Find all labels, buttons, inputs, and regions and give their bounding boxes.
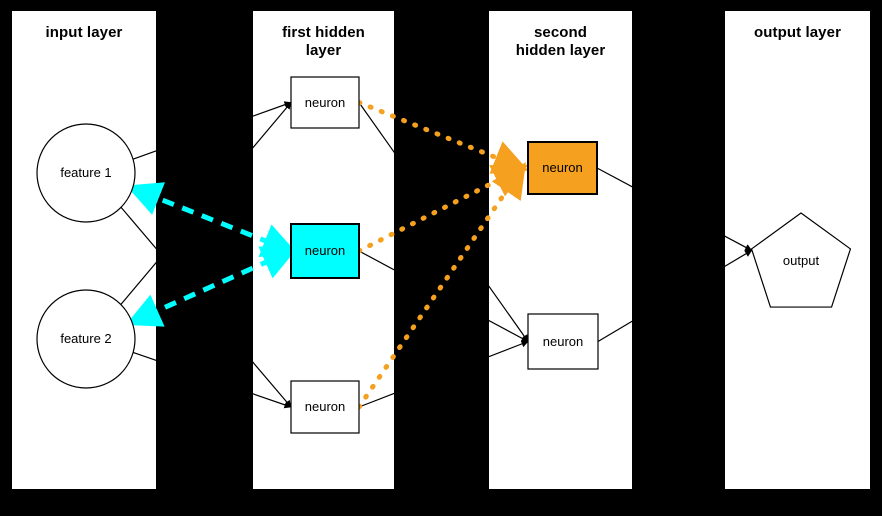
layer-panel-output[interactable]	[724, 10, 871, 490]
node-label-hidden2-neuron-top: neuron	[542, 160, 583, 175]
layer-title-output: output layer	[753, 24, 842, 41]
node-label-feature-1: feature 1	[60, 165, 112, 180]
plain-edges-group	[120, 101, 753, 409]
layer-panel-second-hidden[interactable]	[488, 10, 633, 490]
node-label-feature-2: feature 2	[60, 331, 112, 346]
node-label-hidden1-neuron-bottom: neuron	[304, 399, 346, 414]
node-label-hidden1-neuron-middle: neuron	[304, 243, 346, 258]
node-label-hidden1-neuron-top: neuron	[304, 94, 346, 110]
node-label-output-node: output	[782, 253, 820, 268]
layer-title-input: input layer	[45, 24, 123, 41]
node-label-hidden2-neuron-bottom: neuron	[542, 333, 584, 349]
layer-panel-input[interactable]	[11, 10, 157, 490]
